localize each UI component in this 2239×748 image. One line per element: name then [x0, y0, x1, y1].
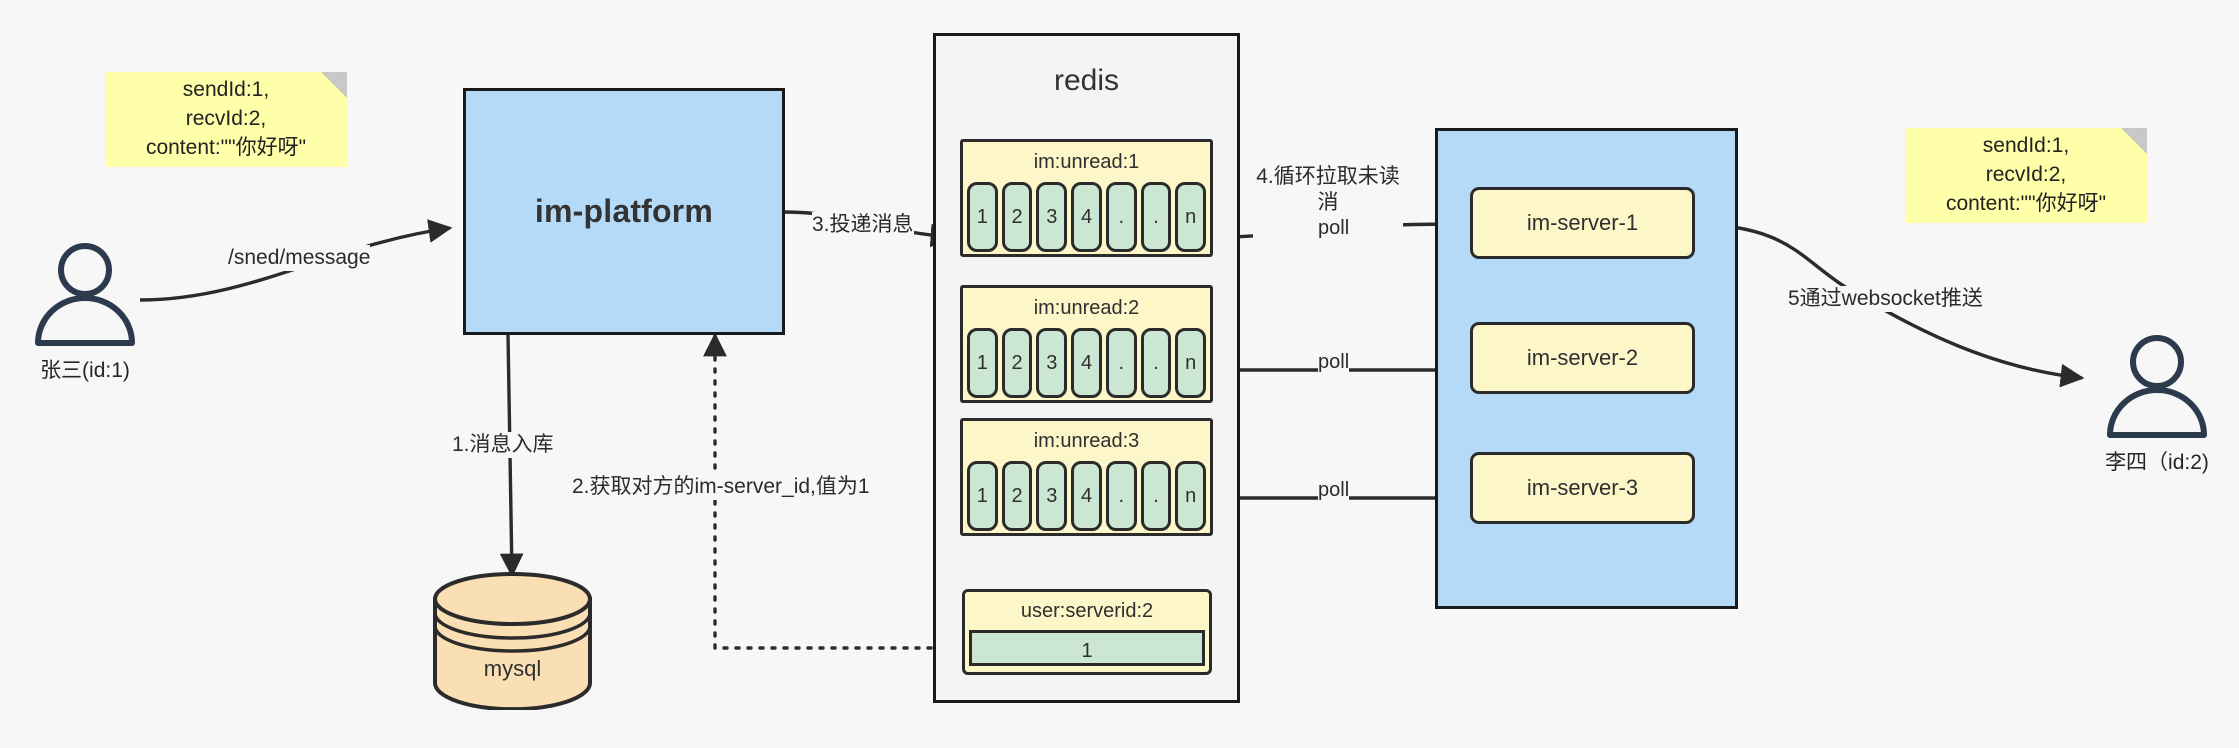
redis-list-key: im:unread:1 [963, 142, 1210, 182]
actor-sender: 张三(id:1) [20, 243, 150, 384]
edge-label-step3: 3.投递消息 [812, 212, 914, 239]
redis-list-key: im:unread:2 [963, 288, 1210, 328]
redis-kv-value: 1 [969, 630, 1205, 666]
list-cell: 1 [967, 461, 998, 531]
cylinder-icon [433, 572, 592, 712]
redis-list-im-unread-1[interactable]: im:unread:1 1 2 3 4 . . n [960, 139, 1213, 257]
user-icon [35, 243, 135, 346]
im-server-2-label: im-server-2 [1526, 345, 1639, 370]
list-cell: 3 [1036, 328, 1068, 398]
im-server-3-label: im-server-3 [1526, 475, 1639, 500]
mysql-label: mysql [483, 656, 542, 681]
im-server-1-label: im-server-1 [1526, 210, 1639, 235]
list-cell: . [1140, 461, 1172, 531]
actor-receiver: 李四（id:2) [2092, 335, 2222, 476]
redis-kv-key: user:serverid:2 [965, 592, 1209, 630]
list-cell: 2 [1001, 328, 1033, 398]
redis-list-im-unread-3[interactable]: im:unread:3 1 2 3 4 . . n [960, 418, 1213, 536]
list-cell: 4 [1071, 461, 1102, 531]
list-cell: 2 [1001, 461, 1033, 531]
edge-label-step1: 1.消息入库 [452, 432, 554, 459]
edge-label-step2: 2.获取对方的im-server_id,值为1 [572, 474, 870, 501]
list-cell: 1 [967, 182, 998, 252]
list-cell: 4 [1071, 182, 1102, 252]
note-fold-icon [321, 72, 347, 98]
im-platform-box[interactable]: im-platform [463, 88, 785, 335]
note-sender-text: sendId:1, recvId:2, content:""你好呀" [145, 78, 307, 159]
redis-list-cells: 1 2 3 4 . . n [963, 182, 1210, 256]
note-fold-icon [2121, 128, 2147, 154]
list-cell: n [1175, 182, 1207, 252]
list-cell: n [1175, 328, 1207, 398]
actor-sender-label: 张三(id:1) [40, 359, 130, 382]
user-icon [2107, 335, 2207, 438]
im-server-3-node[interactable]: im-server-3 [1470, 452, 1695, 524]
list-cell: 2 [1001, 182, 1033, 252]
im-server-1-node[interactable]: im-server-1 [1470, 187, 1695, 259]
list-cell: . [1105, 328, 1137, 398]
redis-list-cells: 1 2 3 4 . . n [963, 328, 1210, 402]
note-sender-payload: sendId:1, recvId:2, content:""你好呀" [105, 72, 347, 167]
edge-label-poll-2: poll [1318, 350, 1350, 375]
edge-label-poll-3: poll [1318, 478, 1350, 503]
edge-label-step5: 5通过websocket推送 [1788, 286, 1983, 313]
redis-kv-user-serverid[interactable]: user:serverid:2 1 [962, 589, 1212, 675]
note-receiver-text: sendId:1, recvId:2, content:""你好呀" [1945, 134, 2107, 215]
redis-list-im-unread-2[interactable]: im:unread:2 1 2 3 4 . . n [960, 285, 1213, 403]
list-cell: . [1105, 182, 1137, 252]
actor-receiver-label: 李四（id:2) [2105, 451, 2209, 474]
edge-label-send-message: /sned/message [228, 245, 371, 272]
redis-title: redis [1053, 64, 1120, 97]
note-receiver-payload: sendId:1, recvId:2, content:""你好呀" [1905, 128, 2147, 223]
edge-label-poll-1: poll [1318, 216, 1350, 241]
list-cell: 3 [1036, 461, 1068, 531]
mysql-datastore[interactable]: mysql [430, 572, 595, 715]
list-cell: . [1105, 461, 1137, 531]
redis-list-cells: 1 2 3 4 . . n [963, 461, 1210, 535]
list-cell: n [1175, 461, 1207, 531]
list-cell: 4 [1071, 328, 1102, 398]
list-cell: 1 [967, 328, 998, 398]
list-cell: 3 [1036, 182, 1068, 252]
list-cell: . [1140, 328, 1172, 398]
redis-list-key: im:unread:3 [963, 421, 1210, 461]
im-server-2-node[interactable]: im-server-2 [1470, 322, 1695, 394]
list-cell: . [1140, 182, 1172, 252]
im-platform-label: im-platform [534, 193, 714, 229]
